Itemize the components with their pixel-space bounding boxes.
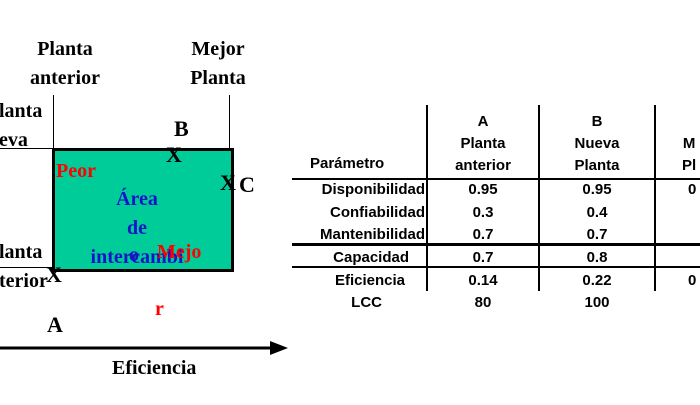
column-m-letter: M [682, 135, 696, 152]
table-vline-1 [426, 105, 428, 291]
left-lower-label-line2: terior [0, 270, 48, 292]
top-left-label-line1: Planta [37, 38, 93, 60]
top-left-label: Planta anterior [10, 35, 120, 93]
old-plant-guide-line [53, 95, 54, 150]
point-b-label: B [174, 116, 189, 141]
old-plant-side-guide-line [0, 267, 54, 268]
mejor-label-part1: Mejo [157, 241, 202, 263]
tradeoff-text-line3: intercambi [90, 246, 184, 268]
row-label-eficiencia: Eficiencia [334, 272, 405, 289]
point-a-label: A [47, 312, 63, 337]
tradeoff-text-line2: de [127, 217, 147, 239]
tradeoff-area-text: Área de intercambi [72, 185, 202, 272]
mejor-label-part2: r [155, 298, 164, 320]
cell-eficiencia-a: 0.14 [468, 272, 498, 289]
top-right-label-line2: Planta [190, 67, 246, 89]
row-label-confiabilidad: Confiabilidad [330, 204, 425, 221]
tradeoff-text-line1: Área [116, 188, 158, 210]
x-axis-label: Eficiencia [112, 357, 197, 379]
point-b-mark: X [166, 142, 182, 167]
tradeoff-area [52, 148, 234, 272]
table-hline-lower [292, 266, 700, 268]
table-hline-middle [292, 243, 700, 246]
tradeoff-text-line4: o [129, 244, 139, 266]
table-hline-header [292, 178, 700, 180]
column-a-line1: Planta [460, 135, 506, 152]
table-vline-2 [538, 105, 540, 291]
cell-eficiencia-m: 0 [688, 272, 697, 289]
cell-capacidad-b: 0.8 [586, 249, 608, 266]
column-b-line1: Nueva [574, 135, 620, 152]
x-axis-arrow [0, 341, 288, 355]
cell-confiabilidad-a: 0.3 [472, 204, 494, 221]
left-upper-label-line2: eva [0, 129, 28, 151]
new-plant-guide-line [0, 148, 54, 149]
cell-lcc-b: 100 [584, 294, 610, 311]
top-right-label-line1: Mejor [191, 38, 245, 60]
point-c-mark: X [220, 170, 236, 195]
cell-capacidad-a: 0.7 [472, 249, 494, 266]
row-label-mantenibilidad: Mantenibilidad [320, 226, 425, 243]
row-label-capacidad: Capacidad [333, 249, 409, 266]
cell-disponibilidad-a: 0.95 [468, 181, 498, 198]
point-c-label: C [239, 172, 255, 197]
column-m-header: M Pl [682, 133, 696, 177]
left-lower-label: lanta terior [0, 238, 48, 296]
cell-disponibilidad-m: 0 [688, 181, 697, 198]
column-m-line1: Pl [682, 157, 697, 174]
top-right-label: Mejor Planta [172, 35, 264, 93]
column-b-letter: B [591, 113, 603, 130]
table-vline-3 [654, 105, 656, 291]
column-b-line2: Planta [574, 157, 620, 174]
point-a-mark: X [46, 262, 62, 287]
left-upper-label-line1: lanta [0, 100, 43, 122]
row-label-disponibilidad: Disponibilidad [321, 181, 425, 198]
cell-disponibilidad-b: 0.95 [582, 181, 612, 198]
cell-lcc-a: 80 [474, 294, 492, 311]
table-header-parameter: Parámetro [310, 155, 385, 172]
column-a-line2: anterior [455, 157, 511, 174]
top-left-label-line2: anterior [30, 67, 100, 89]
cell-eficiencia-b: 0.22 [582, 272, 612, 289]
cell-mantenibilidad-a: 0.7 [472, 226, 494, 243]
row-label-lcc: LCC [351, 294, 382, 311]
peor-label: Peor [56, 160, 96, 182]
column-a-letter: A [477, 113, 489, 130]
left-lower-label-line1: lanta [0, 241, 43, 263]
column-a-header: A Planta anterior [428, 111, 538, 177]
best-plant-guide-line [229, 95, 230, 150]
left-upper-label: lanta eva [0, 97, 42, 155]
column-b-header: B Nueva Planta [540, 111, 654, 177]
cell-confiabilidad-b: 0.4 [586, 204, 608, 221]
cell-mantenibilidad-b: 0.7 [586, 226, 608, 243]
